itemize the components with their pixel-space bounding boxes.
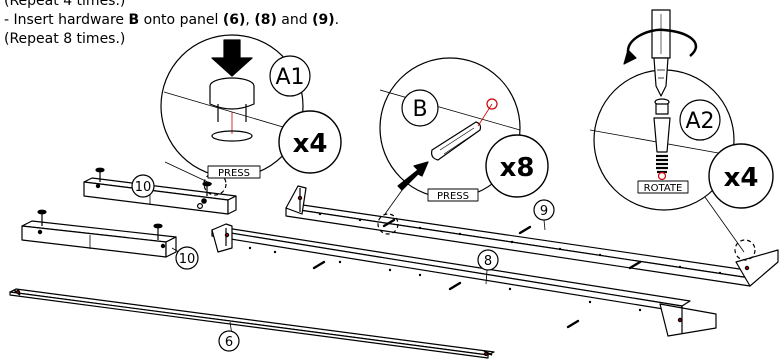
instruction-text: (Repeat 4 times.) - Insert hardware B on… <box>4 0 339 49</box>
instruction-text-part: - Insert hardware <box>4 12 129 28</box>
instruction-text-part: and <box>276 12 313 28</box>
dowel-icon <box>431 103 493 161</box>
panel-label: 10 <box>179 252 196 267</box>
callout-a1-action: PRESS <box>218 168 250 179</box>
panel-number-10-bottom: 10 <box>175 246 199 270</box>
rotate-arrow-icon <box>626 28 698 59</box>
panel-label: 6 <box>225 335 233 350</box>
hardware-b-ref: B <box>128 12 140 28</box>
push-arrow-icon <box>397 161 429 191</box>
cam-bolt-icon <box>95 167 105 182</box>
cam-bolt-icon <box>653 98 671 181</box>
instruction-text-part: onto panel <box>139 12 223 28</box>
instruction-line-insert-b: - Insert hardware B onto panel (6), (8) … <box>4 11 339 30</box>
callout-a1-letter: A1 <box>275 65 304 90</box>
callout-a2-quantity: x4 <box>724 163 759 193</box>
instruction-text-part: . <box>334 12 340 28</box>
callout-b: B x8 PRESS <box>379 57 549 215</box>
callout-b-action: PRESS <box>437 191 469 202</box>
panel-8 <box>211 223 717 337</box>
panel-number-8: 8 <box>477 249 499 271</box>
callout-a1-quantity: x4 <box>293 129 328 159</box>
callout-a1: A1 x4 PRESS <box>160 34 342 185</box>
panel-label: 10 <box>135 180 152 195</box>
instruction-line-repeat-8: (Repeat 8 times.) <box>4 31 126 47</box>
panel-number-9: 9 <box>533 199 555 221</box>
panel-8-ref: (8) <box>254 12 277 28</box>
cam-bolt-icon <box>37 209 47 226</box>
callout-a2-action: ROTATE <box>644 183 683 194</box>
cam-lock-icon <box>209 39 255 142</box>
panel-9 <box>285 185 779 287</box>
dowel-icon <box>382 218 642 270</box>
callout-a2-letter: A2 <box>685 109 714 134</box>
panel-number-6: 6 <box>218 330 240 352</box>
callout-b-quantity: x8 <box>500 153 535 183</box>
panel-label: 9 <box>540 204 548 219</box>
panel-6-ref: (6) <box>222 12 246 28</box>
cam-bolt-icon <box>202 181 212 196</box>
cam-bolt-icon <box>153 223 163 240</box>
instruction-line-repeat-4: (Repeat 4 times.) <box>4 0 126 9</box>
screwdriver-icon <box>651 9 671 97</box>
panel-10-bottom <box>21 209 185 258</box>
panel-label: 8 <box>484 254 492 269</box>
panel-number-10-top: 10 <box>131 174 155 198</box>
panel-6 <box>9 288 495 359</box>
callout-a2: A2 x4 ROTATE <box>589 9 774 253</box>
panel-9-ref: (9) <box>312 12 335 28</box>
panel-10-top <box>83 167 237 215</box>
dowel-icon <box>312 260 580 329</box>
instruction-text-part: , <box>245 12 255 28</box>
callout-b-letter: B <box>412 97 427 122</box>
